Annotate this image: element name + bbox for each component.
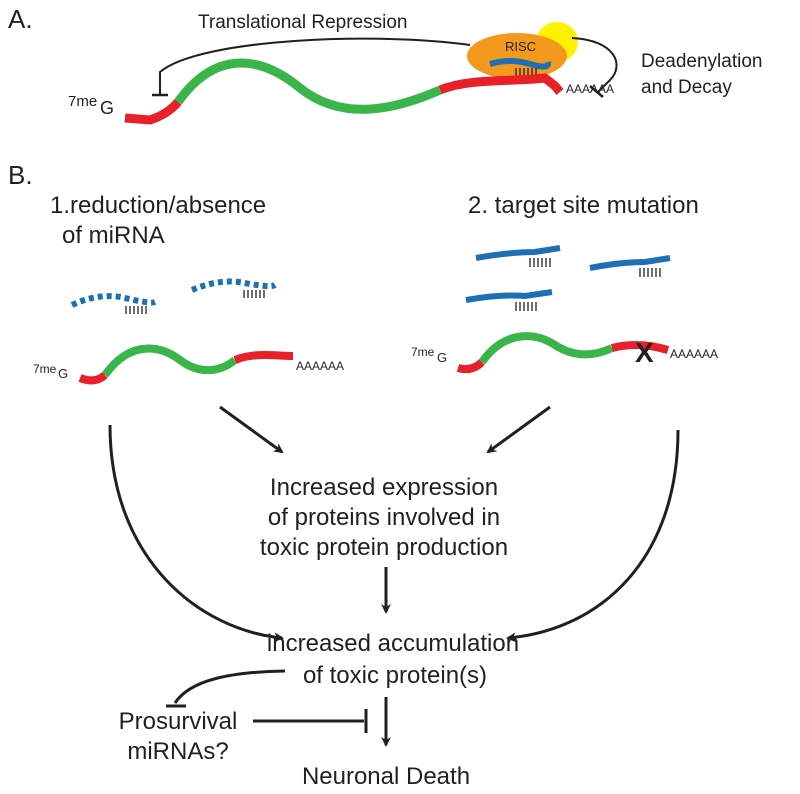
polya-b1: AAAAAA [296, 359, 344, 373]
risc-mirna [489, 58, 552, 70]
expression-line-2: of proteins involved in [268, 504, 500, 531]
cap-a-prefix: 7me [68, 93, 97, 110]
mrna-b2-5utr [456, 359, 485, 374]
panel-a-label: A. [8, 4, 33, 34]
mrna-a-3utr [438, 73, 564, 95]
mrna-b1-5utr [78, 371, 108, 385]
mrna-b2-3utr [610, 340, 670, 354]
mrna-a-cds [174, 58, 442, 114]
neuronal-death-label: Neuronal Death [302, 763, 470, 790]
prosurvival-line-1: Prosurvival [119, 708, 238, 735]
mrna-b1-cds [101, 344, 238, 378]
scenario1-line1: 1.reduction/absence [50, 192, 266, 219]
mirna-2a [475, 245, 561, 261]
reduced-mirna-2 [190, 278, 277, 293]
deadenylation-label-1: Deadenylation [641, 51, 762, 72]
cap-b2-prefix: 7me [411, 345, 435, 359]
polya-b2: AAAAAA [670, 347, 718, 361]
arrow-s1-to-accumulation [108, 424, 284, 643]
cap-a-suffix: G [100, 98, 114, 118]
cap-b2-suffix: G [437, 350, 447, 365]
reduced-mirna-2-ticks [243, 290, 265, 298]
scenario1-line2: of miRNA [62, 222, 165, 249]
arrow-s2-to-expression [486, 405, 551, 454]
inhibit-accumulation-prosurvival [173, 669, 286, 704]
mutation-x-mark: X [635, 337, 654, 368]
prosurvival-line-2: miRNAs? [127, 738, 228, 765]
deadenylation-bar [589, 85, 604, 98]
expression-line-1: Increased expression [270, 474, 498, 501]
deadenylation-arc [571, 37, 618, 93]
expression-line-3: toxic protein production [260, 534, 508, 561]
deadenylation-label-2: and Decay [641, 77, 732, 98]
risc-label: RISC [505, 39, 536, 54]
accumulation-line-2: of toxic protein(s) [303, 662, 487, 689]
cap-b1-prefix: 7me [33, 362, 57, 376]
translational-repression-label: Translational Repression [198, 12, 407, 33]
mrna-b1-3utr [233, 351, 294, 364]
reduced-mirna-1 [70, 293, 157, 308]
mrna-a-5utr [124, 99, 182, 125]
mirna-2b [589, 255, 671, 271]
arrow-s1-to-expression [219, 405, 284, 454]
mirna-2c [465, 289, 553, 303]
polya-a: AAAAAA [566, 82, 614, 96]
cap-b1-suffix: G [58, 366, 68, 381]
panel-b-label: B. [8, 160, 33, 190]
accumulation-line-1: increased accumulation [267, 630, 519, 657]
repression-arc [159, 37, 471, 95]
scenario2-line1: 2. target site mutation [468, 192, 699, 219]
mirna-2c-ticks [515, 302, 537, 311]
mirna-2a-ticks [529, 258, 551, 267]
mrna-b2-cds [478, 332, 614, 365]
reduced-mirna-1-ticks [125, 306, 147, 314]
arrow-s2-to-accumulation [506, 429, 680, 643]
mirna-2b-ticks [639, 268, 661, 277]
